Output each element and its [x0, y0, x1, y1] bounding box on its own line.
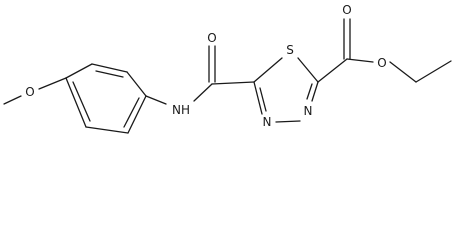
bond-benzene-inner-3	[72, 81, 91, 122]
bond-benzene-2	[91, 63, 128, 73]
bond-o-aryl	[38, 77, 67, 90]
bond-ring-s-c	[297, 57, 319, 83]
bond-benzene-inner-2	[123, 97, 140, 128]
bond-ester-o-ch2	[389, 61, 417, 83]
bond-ester-c-o-single	[346, 58, 374, 63]
bond-ring-n-n	[275, 120, 301, 123]
bond-ring-c-n-b	[306, 83, 313, 100]
atom-label-ester-o-single: O	[377, 56, 386, 70]
bond-benzene-inner-1	[95, 70, 124, 78]
atom-label-ring-n-right: N	[304, 104, 313, 118]
bond-benzene-4	[127, 95, 147, 134]
bond-benzene-3	[126, 71, 147, 97]
chemical-structure: O NH O S N N O O	[3, 3, 452, 134]
bond-ring-n-c-b	[259, 87, 267, 112]
atom-label-ring-s: S	[286, 43, 294, 57]
atom-label-amide-nh: NH	[172, 103, 190, 117]
atom-label-ring-n-bottom: N	[263, 115, 272, 129]
bond-ring-n-c-a	[253, 81, 263, 115]
atom-label-ester-o-carbonyl: O	[342, 3, 351, 17]
bond-benzene-6	[65, 77, 87, 128]
bond-ring-c-n-a	[311, 81, 319, 102]
bond-benzene-5	[85, 126, 129, 134]
bond-ethyl	[415, 60, 452, 83]
bond-nh-carbonyl	[193, 83, 213, 102]
bond-benzene-1	[65, 63, 93, 79]
bond-carbonyl-ring	[211, 81, 255, 85]
bond-ring-c-s	[253, 57, 283, 83]
atom-label-amide-o: O	[207, 31, 216, 45]
bond-methyl-o	[3, 95, 22, 105]
bond-aryl-nh	[145, 95, 167, 105]
atom-label-methoxy-o: O	[25, 85, 34, 99]
bond-ring-ester-c	[317, 58, 348, 83]
